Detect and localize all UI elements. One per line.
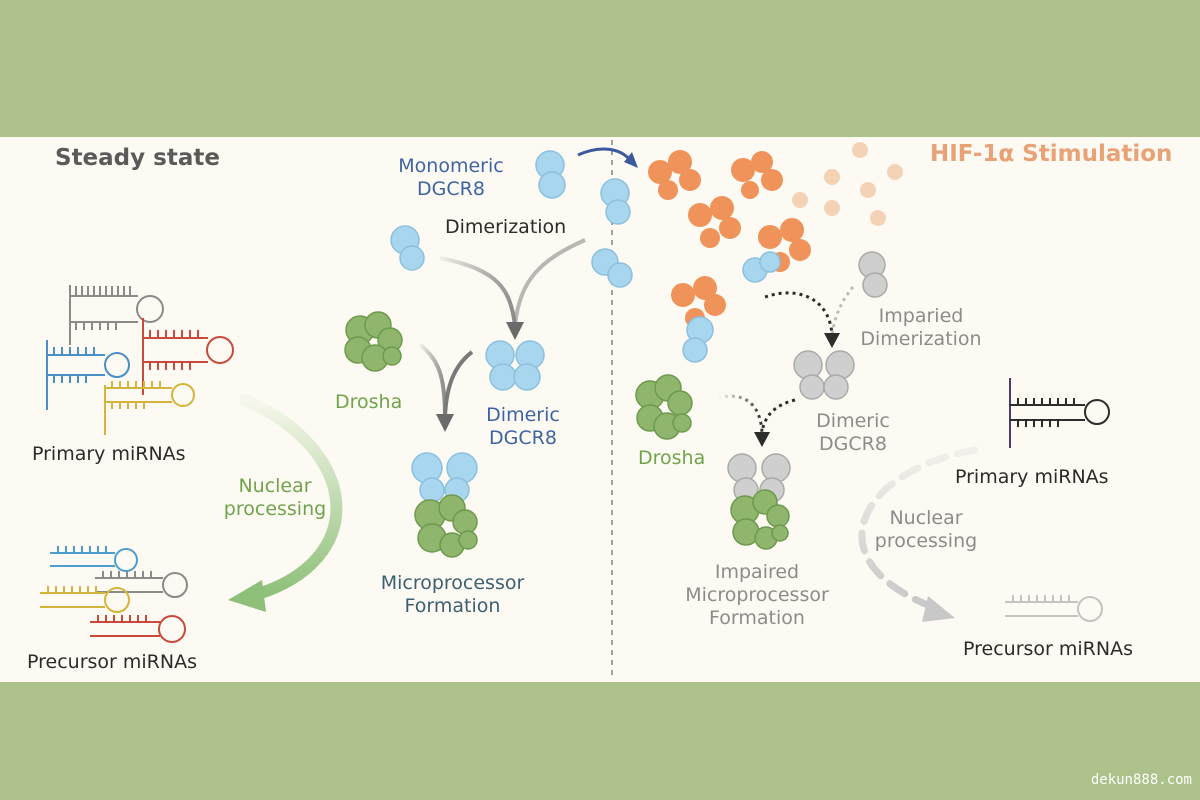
impaired-nuclear-processing-arrow [858, 446, 979, 622]
dgcr8-monomer [591, 248, 633, 288]
dgcr8-monomer-impaired [858, 251, 888, 298]
hif1a-protein [648, 150, 701, 200]
precursor-mirnas-label: Precursor miRNAs [963, 638, 1133, 660]
content-panel [0, 137, 1200, 682]
nuclear-processing-label: Nuclear processing [874, 507, 978, 552]
primary-mirnas-label: Primary miRNAs [32, 443, 186, 465]
nuclear-processing-arrow [228, 394, 343, 612]
dgcr8-monomer [742, 251, 781, 283]
bottom-band [0, 682, 1200, 800]
dimeric-dgcr8-label: Dimeric DGCR8 [486, 404, 560, 449]
dgcr8-monomer [390, 225, 425, 271]
top-band [0, 0, 1200, 137]
dimerization-arrow [439, 238, 586, 340]
dgcr8-monomer [600, 178, 631, 225]
drosha-label: Drosha [335, 391, 403, 413]
drosha-protein [344, 311, 403, 372]
dimeric-dgcr8 [485, 340, 545, 391]
precursor-mirna-single [1005, 595, 1103, 622]
impaired-microprocessor-formation-label: Impaired Microprocessor Formation [685, 561, 829, 629]
precursor-mirna-stack [40, 546, 188, 643]
assembly-arrow [418, 343, 474, 432]
watermark-text: dekun888.com [1090, 772, 1192, 788]
hif1a-stimulation-title: HIF-1α Stimulation [930, 141, 1173, 167]
impaired-assembly-arrow [717, 394, 796, 447]
microprocessor-complex [411, 452, 478, 558]
translocation-arrow [577, 147, 638, 168]
dgcr8-monomer [535, 150, 566, 199]
dimeric-dgcr8-impaired [793, 350, 855, 400]
primary-mirnas-label: Primary miRNAs [955, 466, 1109, 488]
dimeric-dgcr8-label: Dimeric DGCR8 [816, 410, 890, 455]
dgcr8-monomer [682, 316, 714, 363]
primary-mirna-single [1009, 378, 1110, 448]
nuclear-processing-label: Nuclear processing [223, 475, 327, 520]
hif1a-protein [758, 218, 811, 272]
hif1a-fragments [792, 142, 903, 226]
impaired-microprocessor-complex [727, 453, 791, 550]
hif1a-protein [688, 196, 741, 248]
primary-mirna-cluster [46, 285, 234, 435]
drosha-protein [635, 374, 693, 440]
steady-state-title: Steady state [55, 145, 220, 171]
impaired-dimerization-label: Imparied Dimerization [860, 305, 982, 350]
dimerization-label: Dimerization [445, 216, 567, 238]
hif1a-protein [731, 151, 783, 199]
monomeric-dgcr8-label: Monomeric DGCR8 [398, 155, 504, 200]
microprocessor-formation-label: Microprocessor Formation [380, 572, 525, 617]
precursor-mirnas-label: Precursor miRNAs [27, 651, 197, 673]
impaired-dimerization-arrow [764, 286, 855, 348]
drosha-label: Drosha [638, 447, 706, 469]
